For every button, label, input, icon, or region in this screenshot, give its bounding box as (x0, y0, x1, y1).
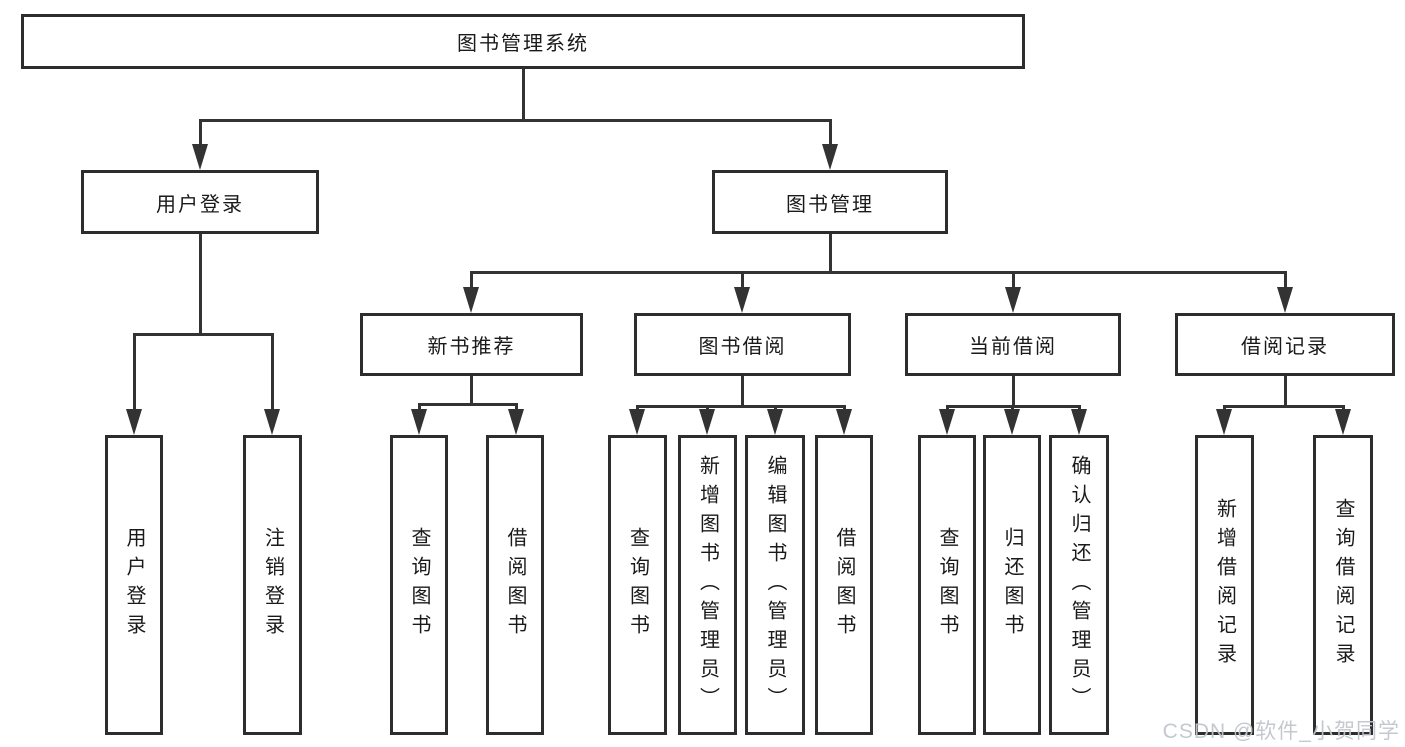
node-book-management: 图书管理 (712, 170, 948, 234)
connector-line (740, 376, 744, 406)
arrow-down-icon (734, 287, 750, 313)
arrow-down-icon (411, 409, 427, 435)
leaf-add-borrow-record: 新增借阅记录 (1195, 435, 1254, 735)
arrow-down-icon (1005, 287, 1021, 313)
connector-line (1283, 376, 1287, 406)
leaf-label: 查询借阅记录 (1332, 498, 1354, 672)
connector-line (1222, 405, 1345, 408)
node-borrow-records: 借阅记录 (1175, 313, 1395, 376)
leaf-query-book-3: 查询图书 (918, 435, 976, 735)
connector-line (1011, 273, 1015, 288)
leaf-label: 编辑图书（管理员） (764, 454, 786, 716)
leaf-label: 查询图书 (408, 527, 430, 643)
leaf-label: 注销登录 (261, 527, 284, 643)
leaf-label: 查询图书 (936, 527, 958, 643)
leaf-label: 用户登录 (123, 527, 145, 643)
arrow-down-icon (939, 409, 955, 435)
arrow-down-icon (1335, 409, 1351, 435)
connector-line (469, 273, 473, 288)
leaf-query-borrow-record: 查询借阅记录 (1313, 435, 1373, 735)
connector-line (469, 271, 1287, 274)
arrow-down-icon (126, 409, 142, 435)
leaf-user-login: 用户登录 (105, 435, 163, 735)
arrow-down-icon (1216, 409, 1232, 435)
arrow-down-icon (699, 409, 715, 435)
leaf-label: 查询图书 (626, 527, 649, 643)
connector-line (270, 335, 274, 412)
leaf-logout: 注销登录 (243, 435, 302, 735)
node-book-borrow: 图书借阅 (634, 313, 851, 376)
connector-line (198, 234, 202, 335)
connector-line (417, 403, 518, 406)
node-user-login: 用户登录 (81, 170, 319, 234)
leaf-label: 确认归还（管理员） (1068, 454, 1090, 716)
arrow-down-icon (264, 409, 280, 435)
connector-line (417, 405, 421, 412)
connector-line (1011, 376, 1015, 406)
csdn-watermark: CSDN @软件_小贺同学 (1162, 720, 1400, 743)
arrow-down-icon (463, 287, 479, 313)
connector-line (740, 273, 744, 288)
connector-line (514, 405, 518, 412)
leaf-add-book-admin: 新增图书（管理员） (678, 435, 737, 735)
connector-line (521, 69, 525, 120)
leaf-label: 借阅图书 (504, 527, 526, 643)
node-new-book-recommend: 新书推荐 (360, 313, 583, 376)
node-root-library-system: 图书管理系统 (21, 14, 1025, 69)
connector-line (635, 405, 846, 408)
leaf-borrow-book-1: 借阅图书 (486, 435, 544, 735)
connector-line (945, 405, 1081, 408)
connector-line (469, 376, 473, 405)
connector-line (1283, 273, 1287, 288)
connector-line (828, 234, 832, 273)
connector-line (828, 120, 832, 147)
connector-line (132, 335, 136, 412)
arrow-down-icon (629, 409, 645, 435)
connector-line (198, 120, 202, 147)
leaf-label: 归还图书 (1001, 527, 1023, 643)
leaf-label: 新增借阅记录 (1213, 498, 1236, 672)
leaf-return-book: 归还图书 (983, 435, 1041, 735)
leaf-edit-book-admin: 编辑图书（管理员） (745, 435, 805, 735)
arrow-down-icon (1277, 287, 1293, 313)
leaf-borrow-book-2: 借阅图书 (815, 435, 873, 735)
arrow-down-icon (192, 144, 208, 170)
leaf-query-book-1: 查询图书 (390, 435, 448, 735)
leaf-label: 借阅图书 (833, 527, 855, 643)
connector-line (198, 118, 832, 122)
leaf-label: 新增图书（管理员） (696, 454, 719, 716)
arrow-down-icon (1004, 409, 1020, 435)
leaf-confirm-return-admin: 确认归还（管理员） (1049, 435, 1109, 735)
connector-line (132, 333, 274, 336)
arrow-down-icon (836, 409, 852, 435)
arrow-down-icon (1071, 409, 1087, 435)
arrow-down-icon (508, 409, 524, 435)
leaf-query-book-2: 查询图书 (608, 435, 667, 735)
node-current-borrow: 当前借阅 (905, 313, 1121, 376)
arrow-down-icon (822, 144, 838, 170)
arrow-down-icon (767, 409, 783, 435)
